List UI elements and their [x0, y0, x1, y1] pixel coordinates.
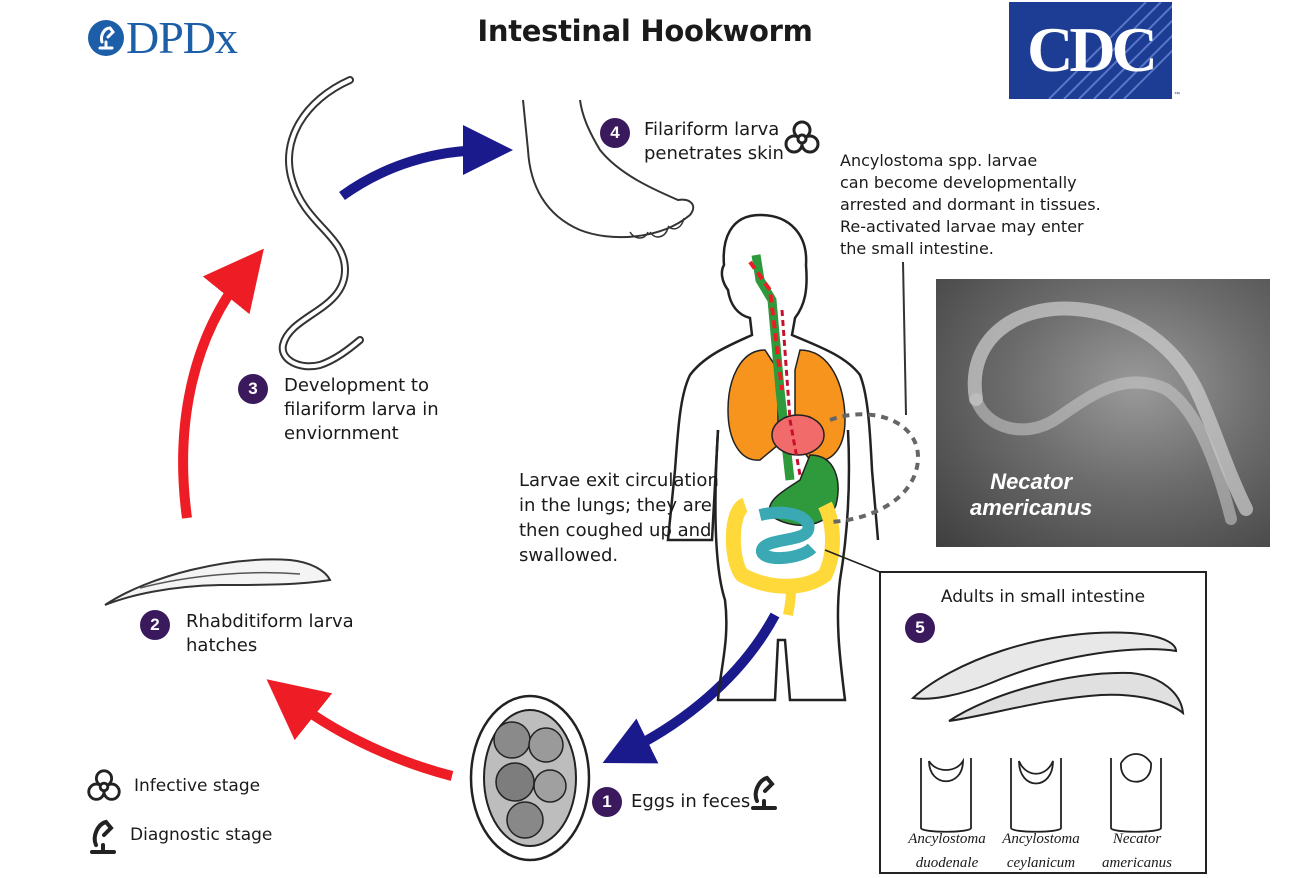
stage-2-label: Rhabditiform larva hatches	[186, 611, 354, 656]
species-necator-americanus: Necator americanus	[1102, 831, 1172, 871]
stage-4: 4 Filariform larva penetrates skin	[600, 118, 784, 166]
stage-3-label: Development to filariform larva in envio…	[284, 375, 439, 444]
stage-3: 3 Development to filariform larva in env…	[238, 374, 439, 446]
arrow-host-to-feces	[602, 612, 780, 764]
arrow-egg-to-rhabditiform	[266, 679, 454, 781]
adults-panel-title: Adults in small intestine	[940, 587, 1146, 607]
adult-worms-drawing	[910, 631, 1185, 833]
biohazard-icon	[784, 120, 820, 154]
cdc-logo-text: CDC	[1027, 14, 1158, 85]
legend-infective: Infective stage	[84, 766, 260, 806]
legend-infective-label: Infective stage	[134, 776, 261, 796]
dpdx-logo: DPDx	[86, 12, 238, 64]
dormant-larvae-note: Ancylostoma spp. larvae can become devel…	[840, 151, 1101, 258]
stage-1-badge: 1	[592, 787, 622, 817]
human-body-drawing	[666, 213, 880, 702]
stage-3-badge: 3	[238, 374, 268, 404]
trademark-mark: ™	[1174, 92, 1180, 98]
microscope-icon	[751, 775, 777, 810]
stage-1: 1 Eggs in feces	[592, 787, 750, 817]
necator-photo-label: Necator americanus	[970, 469, 1093, 520]
biohazard-icon	[87, 769, 121, 801]
filariform-larva-drawing	[278, 76, 364, 371]
dpdx-microscope-icon	[88, 20, 124, 56]
legend-diagnostic: Diagnostic stage	[86, 814, 272, 856]
species-ancylostoma-duodenale: Ancylostoma duodenale	[908, 831, 986, 871]
rhabditiform-larva-drawing	[104, 558, 332, 606]
arrow-rhabditiform-to-filariform	[178, 248, 264, 519]
microscope-icon	[90, 819, 116, 854]
stage-1-label: Eggs in feces	[631, 791, 751, 812]
foot-drawing	[522, 99, 695, 239]
legend-diagnostic-label: Diagnostic stage	[130, 825, 273, 845]
dpdx-logo-text: DPDx	[126, 12, 238, 63]
dormant-pointer-line	[902, 261, 907, 416]
stage-5-badge: 5	[905, 613, 935, 643]
necator-worm-photo-shape	[967, 301, 1253, 525]
necator-photo: Necator americanus	[936, 279, 1270, 547]
stage-2-badge: 2	[140, 610, 170, 640]
species-ancylostoma-ceylanicum: Ancylostoma ceylanicum	[1002, 831, 1080, 871]
cdc-stripes	[1048, 2, 1172, 99]
arrow-filariform-to-skin	[339, 125, 513, 201]
cdc-logo: CDC	[1009, 2, 1172, 99]
page-title: Intestinal Hookworm	[477, 14, 813, 48]
adults-panel: Adults in small intestine 5 Ancylostoma …	[879, 571, 1207, 874]
stage-2: 2 Rhabditiform larva hatches	[140, 610, 354, 658]
intestine-to-adults-line	[824, 549, 881, 573]
stage-4-label: Filariform larva penetrates skin	[644, 119, 784, 164]
stage-4-badge: 4	[600, 118, 630, 148]
egg-drawing	[469, 694, 591, 862]
lungs-note: Larvae exit circulation in the lungs; th…	[519, 470, 719, 566]
